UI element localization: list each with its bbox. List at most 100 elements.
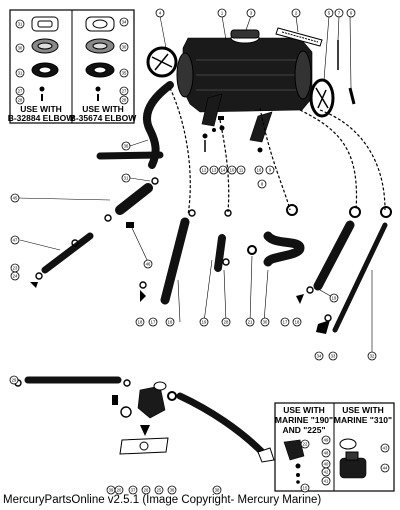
callout-22: 22 — [303, 442, 308, 447]
route-right — [299, 109, 358, 211]
callout-8: 8 — [261, 182, 264, 187]
route-left — [169, 87, 191, 216]
callout-19b: 19 — [332, 296, 337, 301]
callout-2: 2 — [295, 11, 298, 16]
callout-41: 41 — [324, 479, 329, 484]
callout-17a: 17 — [151, 320, 156, 325]
gasket-310 — [339, 438, 357, 450]
callout-7: 7 — [338, 11, 341, 16]
callouts: 31 30 31 27 28 34 30 35 27 28 4 1 3 2 5 … — [9, 8, 390, 495]
fitting-18 — [296, 294, 304, 304]
hose-19 — [313, 220, 355, 291]
thermostat-housing — [137, 385, 166, 419]
callout-44: 44 — [383, 466, 388, 471]
hose-27 — [214, 234, 226, 272]
decal-strip — [275, 27, 323, 47]
callout-17b: 17 — [283, 320, 288, 325]
thermostat — [140, 425, 150, 436]
bolt-bottom — [112, 395, 118, 405]
inset-br-right-line2: MARINE "310" — [334, 415, 392, 425]
exhaust-manifold — [176, 29, 313, 113]
end-cap-ring-right — [309, 78, 335, 118]
callout-25: 25 — [157, 488, 162, 493]
hose-16 — [160, 217, 190, 305]
leader-lines — [17, 15, 373, 356]
callout-28c: 28 — [224, 320, 229, 325]
callout-49: 49 — [324, 438, 329, 443]
inset-left-line1: USE WITH — [20, 104, 62, 114]
callout-16a: 16 — [257, 168, 262, 173]
end-cap-ring-left — [146, 46, 178, 78]
hose-45 — [115, 183, 153, 215]
callout-19a: 19 — [202, 320, 207, 325]
callout-12: 12 — [202, 168, 207, 173]
callout-23: 23 — [13, 266, 18, 271]
callout-16b: 16 — [168, 320, 173, 325]
bracket-left — [201, 93, 223, 127]
route-far-right — [319, 109, 386, 211]
callout-18a: 18 — [138, 320, 143, 325]
inset-br-left-line2: MARINE "190" — [275, 415, 333, 425]
fitting-marine-310 — [339, 457, 367, 479]
callout-36: 36 — [124, 144, 129, 149]
hose-38 — [176, 392, 266, 456]
copyright-caption: MercuryPartsOnline v2.5.1 (Image Copyrig… — [3, 494, 322, 506]
bracket-right — [249, 111, 273, 143]
washer-left — [39, 86, 45, 92]
callout-27a: 27 — [18, 89, 23, 94]
callout-45: 45 — [13, 196, 18, 201]
callout-39: 39 — [109, 488, 114, 493]
callout-26: 26 — [144, 488, 149, 493]
pin-8 — [348, 87, 356, 105]
callout-38: 38 — [215, 488, 220, 493]
callout-40: 40 — [324, 462, 329, 467]
callout-31a: 31 — [18, 22, 23, 27]
callout-9: 9 — [269, 168, 272, 173]
callout-28b: 28 — [122, 98, 127, 103]
clamp-group — [35, 177, 392, 322]
callout-35a: 35 — [122, 71, 127, 76]
callout-43: 43 — [383, 446, 388, 451]
callout-29: 29 — [12, 378, 17, 383]
callout-30c: 30 — [263, 320, 268, 325]
callout-14: 14 — [221, 168, 226, 173]
callout-3: 3 — [250, 11, 253, 16]
washer-right — [95, 86, 101, 92]
callout-13: 13 — [212, 168, 217, 173]
fitting-17 — [140, 290, 146, 302]
fitting-43 — [126, 222, 134, 228]
inset-left-line2: B-32884 ELBOW — [8, 113, 76, 123]
callout-18b: 18 — [295, 320, 300, 325]
inset-marine-options: USE WITH MARINE "190" AND "225" USE WITH… — [274, 402, 395, 492]
inset-br-left-line3: AND "225" — [282, 425, 325, 435]
inset-right-line1: USE WITH — [82, 104, 124, 114]
callout-48: 48 — [324, 451, 329, 456]
callout-30a: 30 — [18, 46, 23, 51]
callout-42: 42 — [324, 470, 329, 475]
callout-47: 47 — [13, 238, 18, 243]
callout-10: 10 — [230, 168, 235, 173]
fitting-marine-190 — [283, 439, 305, 461]
washer-bottom — [120, 406, 132, 418]
hose-32 — [332, 222, 388, 333]
callout-15: 15 — [303, 486, 308, 491]
callout-33: 33 — [331, 354, 336, 359]
fastener-group — [202, 116, 263, 153]
callout-24: 24 — [13, 274, 18, 279]
callout-21: 21 — [248, 320, 253, 325]
hose-47 — [41, 232, 94, 274]
route-center — [259, 107, 291, 211]
callout-31b: 31 — [18, 71, 23, 76]
callout-11: 11 — [239, 168, 244, 173]
inset-br-left-line1: USE WITH — [283, 405, 325, 415]
callout-28a: 28 — [18, 98, 23, 103]
fitting-33 — [316, 320, 330, 334]
callout-5: 5 — [328, 11, 331, 16]
callout-46: 46 — [146, 262, 151, 267]
clamp-bottom-right — [257, 447, 275, 463]
callout-1: 1 — [221, 11, 224, 16]
callout-30b: 30 — [122, 45, 127, 50]
callout-34b: 34 — [317, 354, 322, 359]
callout-32: 32 — [370, 354, 375, 359]
